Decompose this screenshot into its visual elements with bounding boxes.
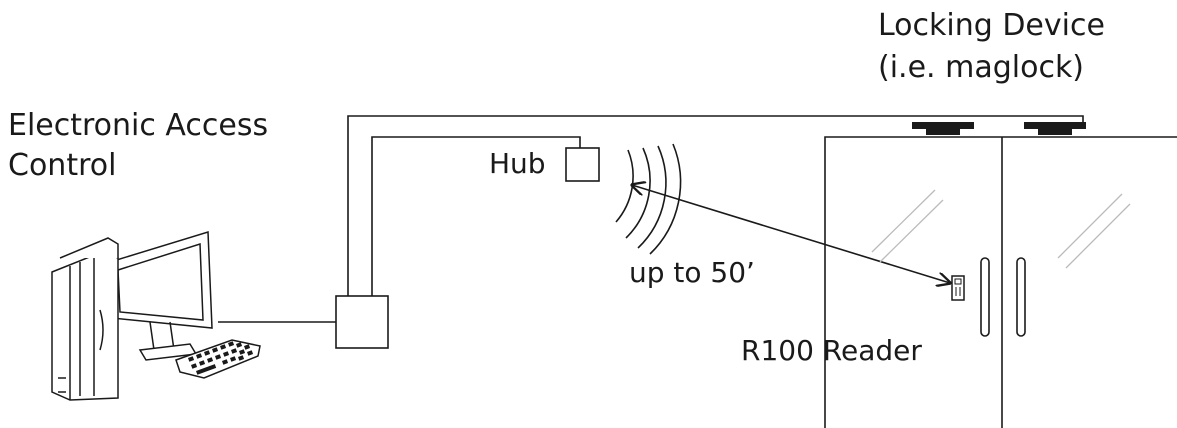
maglock-icon xyxy=(912,122,1086,135)
door-handle-left xyxy=(980,257,990,337)
double-glass-door-icon xyxy=(824,136,1177,428)
desktop-computer-icon xyxy=(51,230,213,401)
door-handle-right xyxy=(1016,257,1026,337)
locking-device-label-line2: (i.e. maglock) xyxy=(878,50,1085,85)
controller-box-icon xyxy=(335,295,389,349)
range-label: up to 50’ xyxy=(629,256,755,289)
wireless-signal-icon xyxy=(615,143,682,255)
locking-device-label-line1: Locking Device xyxy=(878,8,1105,43)
keyboard-icon xyxy=(175,339,261,379)
access-control-label-line1: Electronic Access xyxy=(8,108,269,143)
access-control-label-line2: Control xyxy=(8,148,117,183)
wire-to-hub xyxy=(371,136,581,296)
hub-icon xyxy=(565,147,600,182)
card-reader-icon xyxy=(951,275,965,301)
reader-label: R100 Reader xyxy=(741,334,922,367)
hub-label: Hub xyxy=(489,147,546,180)
range-arrow xyxy=(632,185,950,283)
